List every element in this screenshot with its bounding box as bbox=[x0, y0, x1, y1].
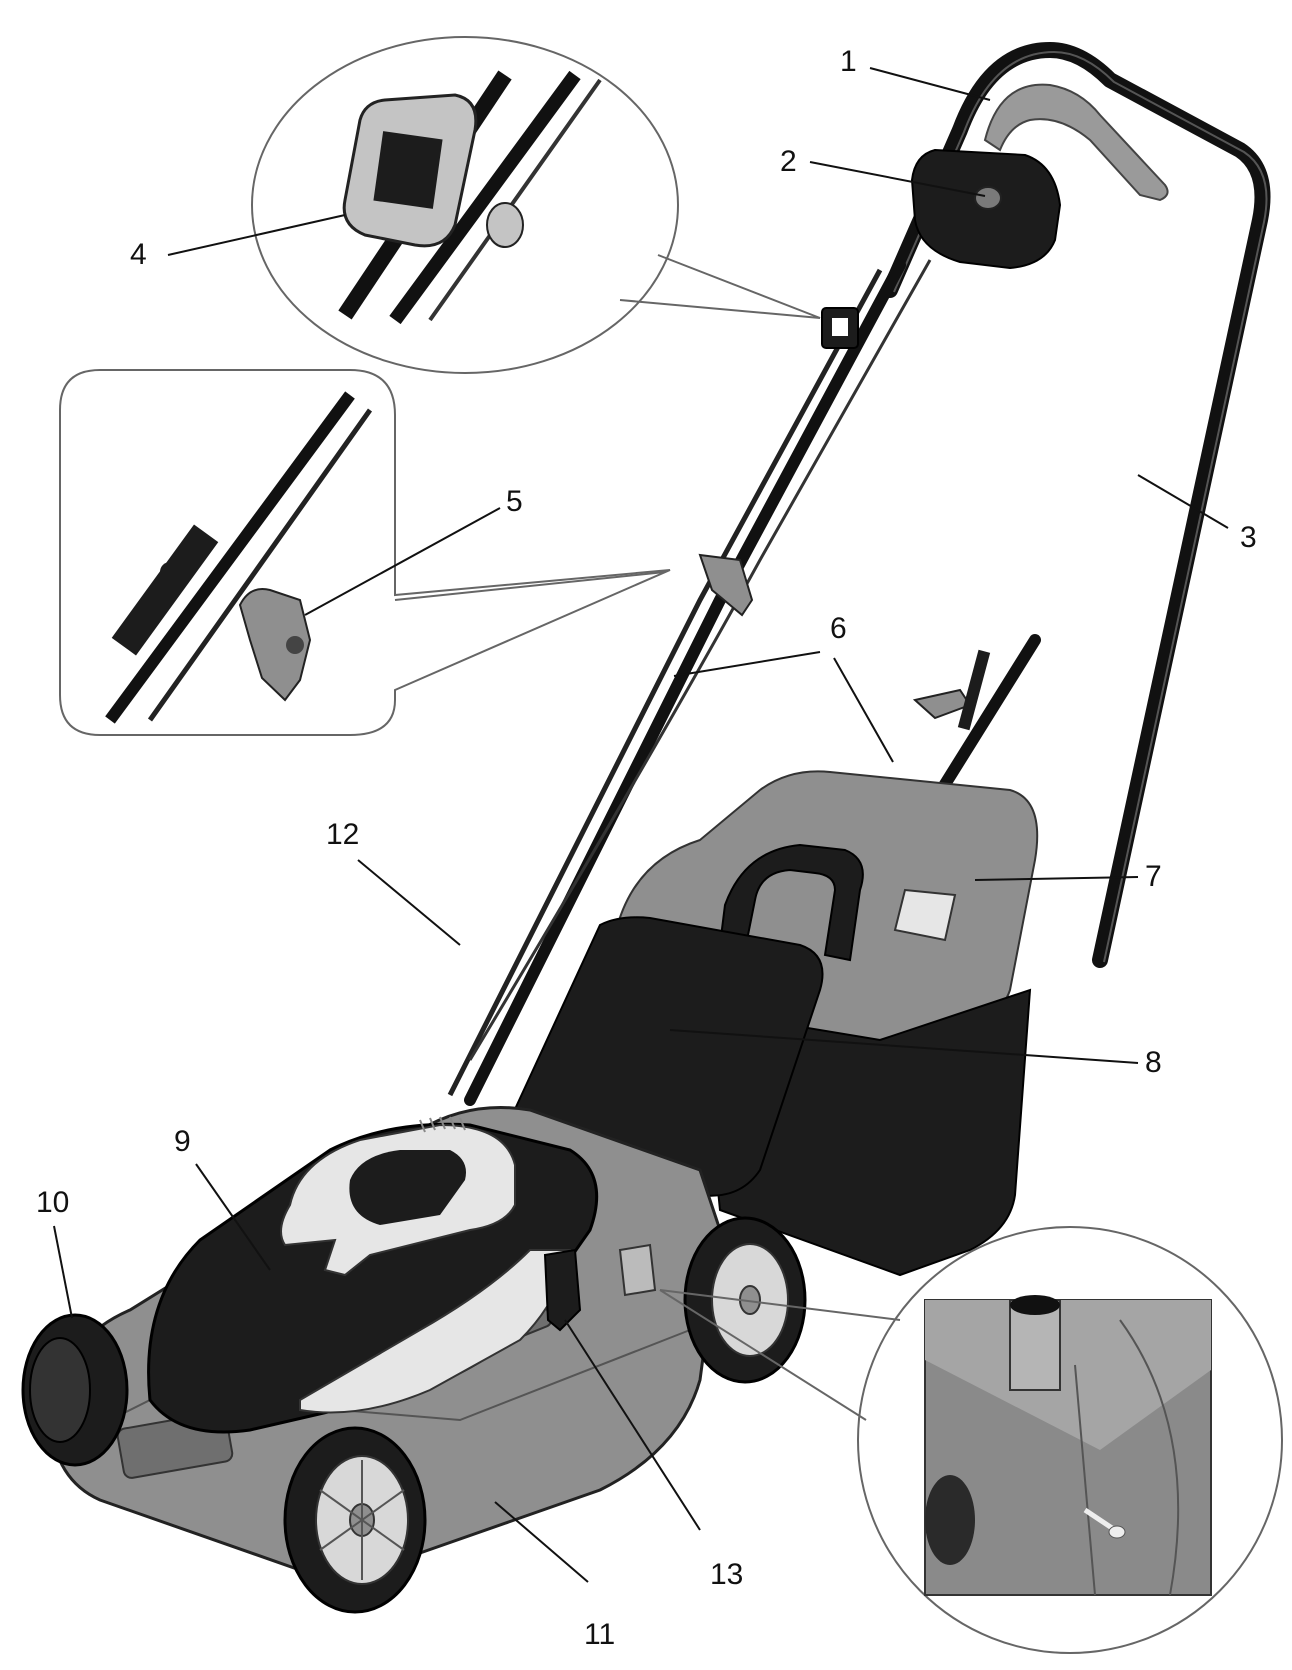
callout-9: 9 bbox=[174, 1125, 191, 1158]
front-left-wheel bbox=[21, 1313, 129, 1467]
safety-button bbox=[974, 186, 1002, 210]
callout-1: 1 bbox=[840, 45, 857, 78]
rear-flap bbox=[508, 916, 824, 1197]
detail-handle-socket bbox=[659, 1226, 1283, 1654]
callout-3: 3 bbox=[1240, 521, 1257, 554]
front-right-wheel bbox=[283, 1426, 427, 1614]
detail-quick-release bbox=[59, 369, 671, 736]
callout-5: 5 bbox=[506, 485, 523, 518]
callout-6: 6 bbox=[830, 612, 847, 645]
upper-handle bbox=[882, 42, 1271, 968]
callout-13: 13 bbox=[710, 1558, 744, 1591]
motor-cover bbox=[147, 1116, 599, 1434]
callout-4: 4 bbox=[130, 238, 147, 271]
handle-knob-left bbox=[698, 553, 754, 617]
height-lever bbox=[543, 1248, 582, 1332]
switch-box bbox=[910, 148, 1062, 270]
callout-11: 11 bbox=[584, 1618, 616, 1651]
callout-2: 2 bbox=[780, 145, 797, 178]
callout-8: 8 bbox=[1145, 1046, 1162, 1079]
callout-10: 10 bbox=[36, 1186, 70, 1219]
callout-12: 12 bbox=[326, 818, 360, 851]
switch-lever bbox=[983, 83, 1169, 202]
callout-7: 7 bbox=[1145, 860, 1162, 893]
detail-cable-clip bbox=[251, 36, 821, 374]
leader-lines bbox=[53, 67, 1229, 1583]
